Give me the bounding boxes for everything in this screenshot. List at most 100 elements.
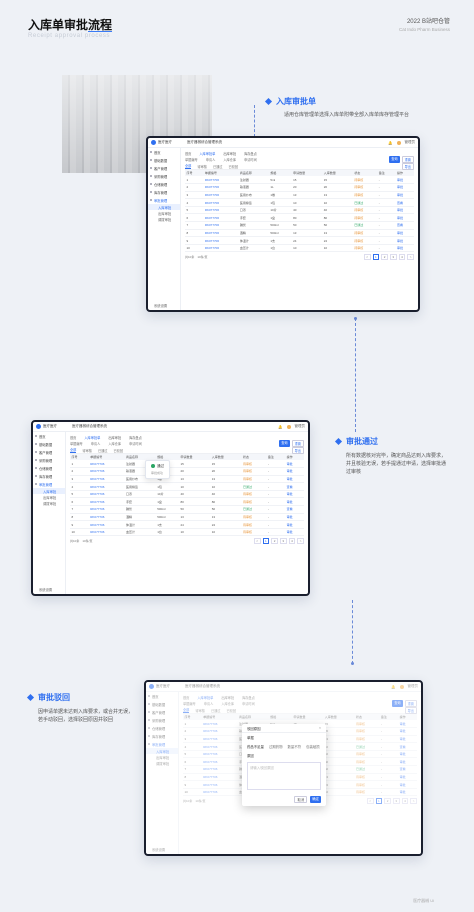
- sidebar-item-home[interactable]: 首页: [148, 148, 180, 156]
- sidebar-footer[interactable]: 系统设置: [154, 304, 168, 308]
- table-cell[interactable]: 审批: [395, 213, 414, 223]
- confirm-button[interactable]: 确定: [310, 796, 321, 803]
- tab-inbound[interactable]: 入库审批单: [197, 695, 214, 700]
- status-tab-rejected[interactable]: 已驳回: [226, 708, 237, 713]
- sidebar-footer[interactable]: 系统设置: [39, 588, 53, 592]
- pager-button[interactable]: 4: [398, 254, 406, 261]
- table-cell[interactable]: 审批: [285, 513, 304, 522]
- table-cell[interactable]: 审批: [395, 183, 414, 192]
- sidebar-sub-outbound[interactable]: 出库审批: [43, 495, 57, 500]
- sidebar-item-stock[interactable]: 库存管理: [148, 188, 180, 196]
- sidebar-item-storage[interactable]: 仓储管理: [148, 180, 180, 188]
- sidebar-sub-inbound[interactable]: 入库审批: [148, 204, 180, 210]
- pager-button[interactable]: 4: [401, 798, 409, 805]
- user-name[interactable]: 管理员: [294, 424, 306, 428]
- sidebar-item-storage[interactable]: 仓储管理: [33, 464, 65, 472]
- reject-option-3[interactable]: 数量不符: [287, 745, 302, 749]
- table-cell[interactable]: 审批: [285, 475, 304, 484]
- tab-inbound[interactable]: 入库审批单: [84, 435, 101, 440]
- table-cell[interactable]: 审批: [398, 720, 417, 729]
- table-cell[interactable]: 审批: [285, 520, 304, 529]
- tab-outbound[interactable]: 出库审批: [108, 435, 122, 440]
- avatar[interactable]: [286, 424, 291, 429]
- pager-button[interactable]: <: [253, 538, 261, 545]
- filter-date[interactable]: 申请时间: [244, 158, 257, 162]
- filter-doc[interactable]: 单据编号: [185, 158, 198, 162]
- table-cell[interactable]: 审批: [398, 757, 417, 767]
- pager-button[interactable]: 3: [392, 798, 400, 805]
- search-button[interactable]: 查询: [389, 156, 400, 163]
- table-cell[interactable]: 审批: [398, 788, 417, 797]
- tab-stock[interactable]: 库存盘点: [242, 695, 255, 700]
- pager-button[interactable]: 1: [262, 538, 270, 545]
- sidebar-item-basic[interactable]: 基础数据: [33, 440, 65, 448]
- cancel-button[interactable]: 取消: [294, 796, 308, 803]
- table-cell[interactable]: 审批: [395, 191, 414, 200]
- table-cell[interactable]: 审批: [285, 460, 304, 469]
- table-cell[interactable]: 查看: [395, 221, 414, 230]
- table-cell[interactable]: 查看: [285, 505, 304, 514]
- pager-button[interactable]: >: [410, 798, 417, 805]
- pager-button[interactable]: 2: [384, 798, 391, 805]
- filter-applicant[interactable]: 申请人: [203, 702, 214, 706]
- avatar[interactable]: [399, 684, 404, 689]
- reason-textarea[interactable]: 请输入驳回原因: [247, 762, 321, 790]
- status-tab-passed[interactable]: 已通过: [97, 448, 108, 453]
- pager-button[interactable]: 1: [372, 254, 380, 261]
- status-tab-rejected[interactable]: 已驳回: [113, 448, 124, 453]
- sidebar-footer[interactable]: 系统设置: [152, 848, 166, 852]
- sidebar-item-customer[interactable]: 客户管理: [146, 708, 178, 716]
- sidebar-sub-transfer[interactable]: 调拨审批: [158, 217, 172, 222]
- sidebar-item-home[interactable]: 首页: [146, 692, 178, 700]
- user-name[interactable]: 管理员: [407, 684, 419, 688]
- sidebar-item-customer[interactable]: 客户管理: [148, 164, 180, 172]
- filter-doc[interactable]: 单据编号: [70, 442, 83, 446]
- status-tab-all[interactable]: 全部: [183, 708, 190, 713]
- sidebar-sub-inbound[interactable]: 入库审批: [146, 748, 178, 754]
- table-cell[interactable]: 审批: [285, 467, 304, 476]
- tab-outbound[interactable]: 出库审批: [221, 695, 235, 700]
- filter-date[interactable]: 申请时间: [242, 702, 255, 706]
- filter-applicant[interactable]: 申请人: [205, 158, 216, 162]
- pager-button[interactable]: >: [297, 538, 304, 545]
- status-tab-pending[interactable]: 待审核: [197, 164, 207, 169]
- table-cell[interactable]: 查看: [398, 742, 417, 751]
- export-button[interactable]: 导出: [291, 446, 304, 454]
- export-button[interactable]: 导出: [401, 162, 414, 170]
- bell-icon[interactable]: 🔔: [391, 684, 396, 689]
- avatar[interactable]: [396, 140, 401, 145]
- sidebar-item-purchase[interactable]: 采购管理: [146, 716, 178, 724]
- filter-warehouse[interactable]: 入库仓库: [221, 702, 235, 706]
- sidebar-item-home[interactable]: 首页: [33, 432, 65, 440]
- table-cell[interactable]: 审批: [285, 497, 304, 507]
- table-cell[interactable]: 审批: [398, 780, 417, 789]
- table-cell[interactable]: 审批: [395, 244, 414, 253]
- pager-button[interactable]: >: [407, 254, 414, 261]
- table-cell[interactable]: 审批: [285, 490, 304, 499]
- table-cell[interactable]: 审批: [398, 773, 417, 782]
- table-cell[interactable]: 审批: [398, 727, 417, 736]
- tab-stock[interactable]: 库存盘点: [244, 151, 257, 156]
- sidebar-item-customer[interactable]: 客户管理: [33, 448, 65, 456]
- search-button[interactable]: 查询: [279, 440, 290, 447]
- tab-inbound[interactable]: 入库审批单: [199, 151, 216, 156]
- sidebar-item-approval[interactable]: 审批管理: [33, 480, 65, 488]
- sidebar-item-purchase[interactable]: 采购管理: [148, 172, 180, 180]
- tab-home[interactable]: 首页: [70, 435, 77, 440]
- table-cell[interactable]: 审批: [398, 735, 417, 744]
- pager-button[interactable]: 3: [389, 254, 397, 261]
- table-cell[interactable]: 查看: [398, 765, 417, 774]
